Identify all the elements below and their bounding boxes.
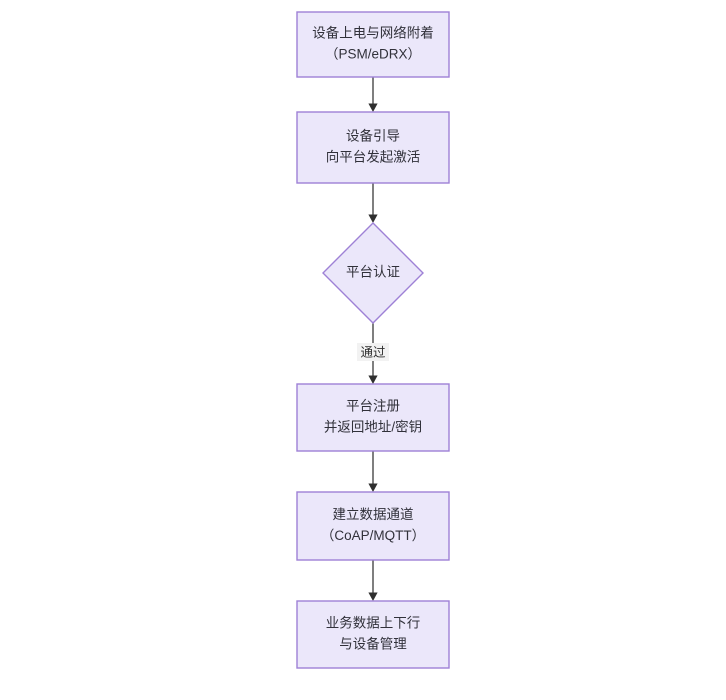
process-shape xyxy=(296,383,450,452)
node-label-line: 设备引导 xyxy=(346,128,400,144)
flow-edge xyxy=(368,77,378,112)
node-label-line: 业务数据上下行 xyxy=(326,616,421,631)
node-label-line: 设备上电与网络附着 xyxy=(312,25,434,41)
flow-edge xyxy=(368,560,378,601)
node-label-line: 并返回地址/密钥 xyxy=(324,419,422,435)
edge-arrowhead-icon xyxy=(368,103,378,112)
node-label-line: （PSM/eDRX） xyxy=(325,47,421,62)
node-label-line: 平台注册 xyxy=(346,399,400,414)
edge-label: 通过 xyxy=(357,343,389,361)
edge-arrowhead-icon xyxy=(368,483,378,492)
process-shape xyxy=(296,111,450,184)
flow-edge xyxy=(368,451,378,492)
process-shape xyxy=(296,491,450,561)
flow-edge xyxy=(368,183,378,223)
node-label-line: （CoAP/MQTT） xyxy=(321,528,425,543)
node-label-line: 与设备管理 xyxy=(339,636,407,652)
process-shape xyxy=(296,600,450,669)
decision-shape xyxy=(322,222,424,324)
nodes-layer: 设备上电与网络附着 （PSM/eDRX） 设备引导向平台发起激活平台认证平台注册并返… xyxy=(296,11,450,669)
node-label-line: 建立数据通道 xyxy=(333,507,414,522)
edge-label-text: 通过 xyxy=(360,345,386,359)
flow-node-n3[interactable]: 平台认证 xyxy=(322,222,424,324)
edge-arrowhead-icon xyxy=(368,375,378,384)
node-label-line: 向平台发起激活 xyxy=(326,150,421,165)
edge-arrowhead-icon xyxy=(368,214,378,223)
edge-arrowhead-icon xyxy=(368,592,378,601)
flow-node-n1[interactable]: 设备上电与网络附着 （PSM/eDRX） xyxy=(296,11,450,78)
edge-label-background xyxy=(357,343,389,361)
node-label-line: 平台认证 xyxy=(346,265,400,280)
edge-labels-layer: 通过 xyxy=(357,343,389,361)
flow-node-n5[interactable]: 建立数据通道 （CoAP/MQTT） xyxy=(296,491,450,561)
process-shape xyxy=(296,11,450,78)
